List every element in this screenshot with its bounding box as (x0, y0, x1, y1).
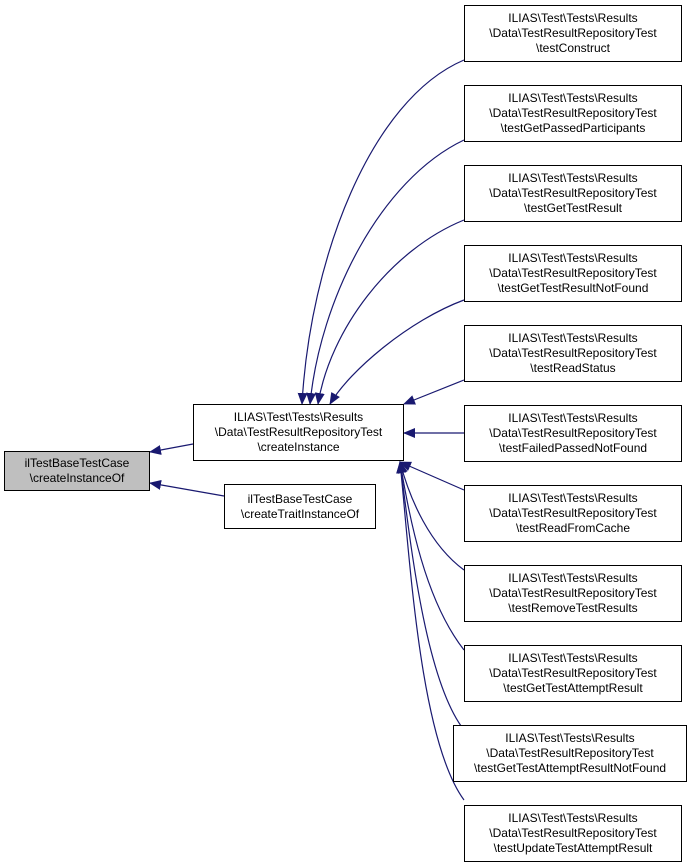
node-test-get-test-result-not-found[interactable]: ILIAS\Test\Tests\Results \Data\TestResul… (464, 245, 682, 302)
node-label-line: \Data\TestResultRepositoryTest (489, 26, 657, 40)
node-label-line: ilTestBaseTestCase (24, 456, 130, 470)
node-label-line: \Data\TestResultRepositoryTest (489, 826, 657, 840)
node-label-line: \testGetTestAttemptResult (503, 681, 643, 695)
node-test-get-test-attempt-result-not-found[interactable]: ILIAS\Test\Tests\Results \Data\TestResul… (453, 725, 687, 782)
node-label-line: ILIAS\Test\Tests\Results (508, 91, 638, 105)
node-label-line: \Data\TestResultRepositoryTest (486, 746, 654, 760)
node-label-line: ILIAS\Test\Tests\Results (508, 251, 638, 265)
node-label-line: \testGetTestResultNotFound (497, 281, 649, 295)
node-label-line: \testGetTestAttemptResultNotFound (473, 761, 667, 775)
node-label-line: \testReadFromCache (515, 521, 631, 535)
node-create-instance[interactable]: ILIAS\Test\Tests\Results \Data\TestResul… (193, 404, 404, 461)
edge-t1-to-create (297, 59, 465, 405)
node-test-failed-passed-not-found[interactable]: ILIAS\Test\Tests\Results \Data\TestResul… (464, 405, 682, 462)
node-label-line: \Data\TestResultRepositoryTest (489, 506, 657, 520)
node-label-line: \testConstruct (535, 41, 611, 55)
edge-t5-to-create (403, 379, 465, 405)
edge-t8-to-create (397, 461, 465, 571)
node-label-line: \testUpdateTestAttemptResult (493, 841, 653, 855)
node-label-line: \testRemoveTestResults (508, 601, 638, 615)
node-label-line: \Data\TestResultRepositoryTest (489, 266, 657, 280)
node-test-remove-test-results[interactable]: ILIAS\Test\Tests\Results \Data\TestResul… (464, 565, 682, 622)
edge-t10-to-create (396, 461, 465, 731)
node-label-line: \testGetPassedParticipants (500, 121, 646, 135)
node-label-line: ILIAS\Test\Tests\Results (508, 651, 638, 665)
node-test-get-passed-participants[interactable]: ILIAS\Test\Tests\Results \Data\TestResul… (464, 85, 682, 142)
edge-t11-to-create (396, 461, 465, 801)
node-label-line: ilTestBaseTestCase (247, 491, 353, 506)
node-test-construct[interactable]: ILIAS\Test\Tests\Results \Data\TestResul… (464, 5, 682, 62)
node-test-update-test-attempt-result[interactable]: ILIAS\Test\Tests\Results \Data\TestResul… (464, 805, 682, 862)
edge-create-to-focus (149, 443, 194, 455)
node-label-line: ILIAS\Test\Tests\Results (508, 171, 638, 185)
edge-t2-to-create (306, 139, 465, 405)
edge-t7-to-create (399, 461, 465, 491)
node-label-line: \Data\TestResultRepositoryTest (489, 586, 657, 600)
node-test-get-test-result[interactable]: ILIAS\Test\Tests\Results \Data\TestResul… (464, 165, 682, 222)
node-label-line: \createTraitInstanceOf (240, 506, 360, 521)
node-label-line: \Data\TestResultRepositoryTest (489, 426, 657, 440)
edge-t9-to-create (396, 461, 465, 651)
node-label-line: ILIAS\Test\Tests\Results (233, 410, 364, 424)
edge-t3-to-create (314, 219, 465, 405)
node-label-line: \Data\TestResultRepositoryTest (489, 106, 657, 120)
node-label-line: ILIAS\Test\Tests\Results (508, 491, 638, 505)
node-label-line: \createInstanceOf (29, 471, 125, 485)
node-label-line: \createInstance (257, 440, 340, 454)
node-label-line: ILIAS\Test\Tests\Results (508, 811, 638, 825)
node-label-line: ILIAS\Test\Tests\Results (508, 571, 638, 585)
node-label-line: \Data\TestResultRepositoryTest (214, 425, 383, 439)
node-test-read-status[interactable]: ILIAS\Test\Tests\Results \Data\TestResul… (464, 325, 682, 382)
node-label-line: \Data\TestResultRepositoryTest (489, 666, 657, 680)
node-test-read-from-cache[interactable]: ILIAS\Test\Tests\Results \Data\TestResul… (464, 485, 682, 542)
edge-t4-to-create (329, 299, 465, 405)
edge-trait-to-focus (149, 479, 225, 497)
node-test-get-test-attempt-result[interactable]: ILIAS\Test\Tests\Results \Data\TestResul… (464, 645, 682, 702)
node-label-line: \testReadStatus (530, 361, 616, 375)
node-focus-createinstanceof[interactable]: ilTestBaseTestCase \createInstanceOf (4, 451, 150, 491)
node-label-line: ILIAS\Test\Tests\Results (505, 731, 635, 745)
node-label-line: ILIAS\Test\Tests\Results (508, 331, 638, 345)
node-create-trait-instance-of[interactable]: ilTestBaseTestCase \createTraitInstanceO… (224, 484, 376, 529)
node-label-line: ILIAS\Test\Tests\Results (508, 11, 638, 25)
node-label-line: ILIAS\Test\Tests\Results (508, 411, 638, 425)
node-label-line: \Data\TestResultRepositoryTest (489, 186, 657, 200)
node-label-line: \testGetTestResult (523, 201, 623, 215)
node-label-line: \testFailedPassedNotFound (498, 441, 648, 455)
node-label-line: \Data\TestResultRepositoryTest (489, 346, 657, 360)
